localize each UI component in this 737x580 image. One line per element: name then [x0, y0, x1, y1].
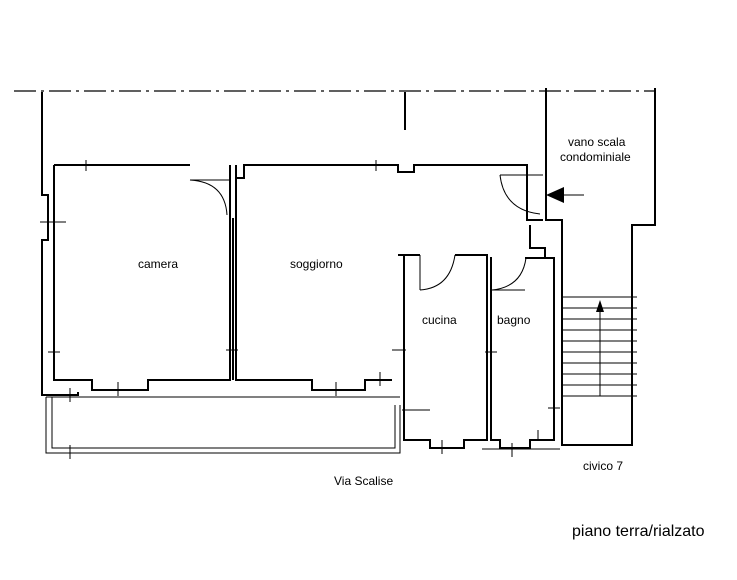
- room-label-stair-1: vano scala: [568, 135, 626, 149]
- room-label-camera: camera: [138, 257, 178, 271]
- street-label: Via Scalise: [334, 474, 393, 488]
- soggiorno-room-wall: [235, 164, 543, 391]
- staircase: [562, 296, 637, 397]
- entry-door: [499, 174, 543, 215]
- stair-hall-wall: [545, 88, 656, 446]
- floor-title: piano terra/rialzato: [572, 523, 705, 540]
- room-label-bagno: bagno: [497, 313, 531, 327]
- dimension-ticks: [40, 160, 560, 459]
- civic-number-label: civico 7: [583, 459, 623, 473]
- camera-room-wall: [53, 164, 231, 391]
- corridor-wall: [529, 225, 546, 258]
- bagno-room-wall: [490, 257, 555, 449]
- stair-up-arrow: [596, 300, 604, 312]
- room-label-soggiorno: soggiorno: [290, 257, 343, 271]
- room-label-stair-2: condominiale: [560, 150, 631, 164]
- camera-door: [189, 179, 230, 216]
- cucina-door: [419, 254, 456, 291]
- bagno-door: [491, 257, 527, 291]
- cucina-room-wall: [398, 254, 488, 449]
- room-label-cucina: cucina: [422, 313, 457, 327]
- outer-wall: [41, 92, 79, 396]
- entry-arrow: [546, 187, 564, 203]
- balcony-outline: [45, 397, 401, 454]
